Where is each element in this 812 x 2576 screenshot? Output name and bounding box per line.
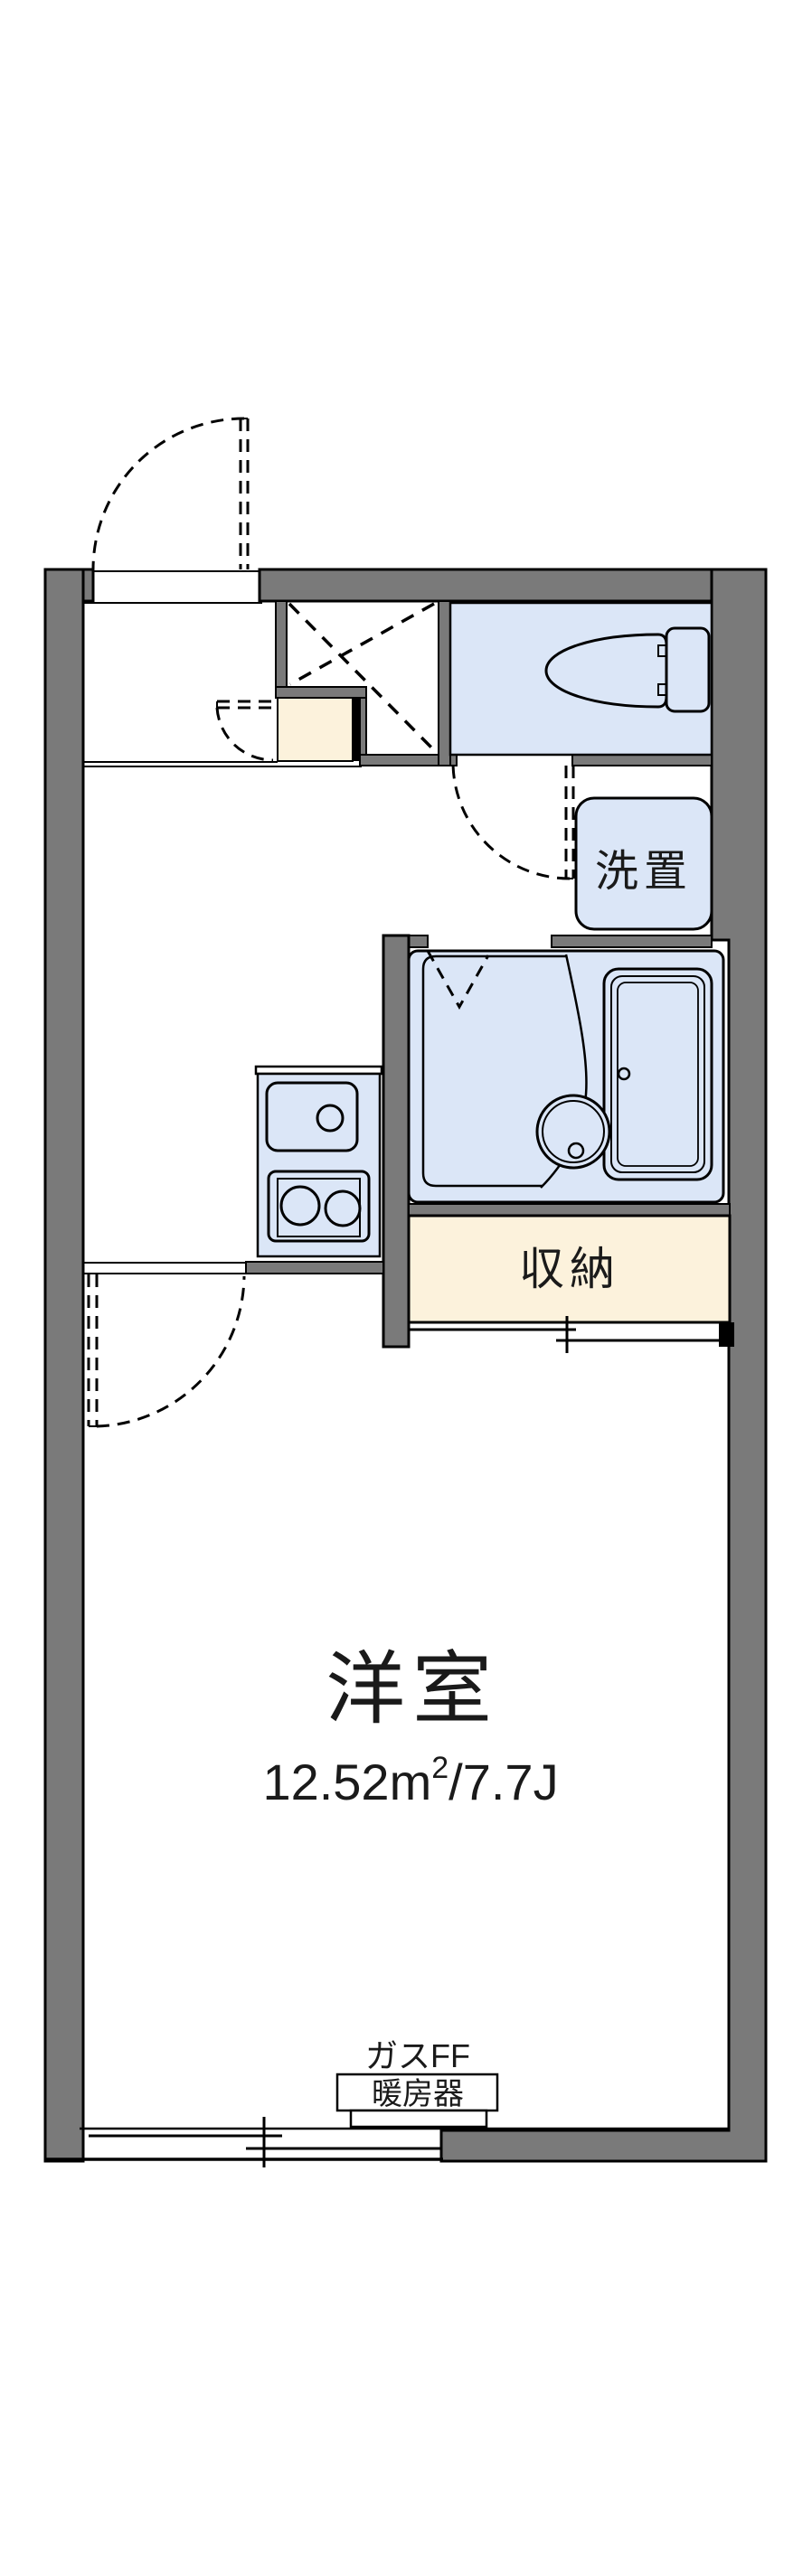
toilet-left-wall xyxy=(438,600,451,766)
storage-label: 収納 xyxy=(519,1244,620,1294)
shoe-area-mid-wall xyxy=(275,686,367,699)
storage-x-diagonal-1 xyxy=(288,602,438,754)
window-and-floor xyxy=(45,2117,729,2167)
bath-top-wall-left xyxy=(408,935,429,948)
faucet-icon xyxy=(316,1104,345,1133)
bath-stool-rim xyxy=(542,1100,605,1163)
kitchen-bath-wall xyxy=(382,934,411,1349)
bathtub-icon xyxy=(602,967,713,1181)
bath-stool-drain xyxy=(567,1142,585,1160)
entry-step-right-edge xyxy=(353,698,360,761)
toilet-bottom-wall xyxy=(571,754,713,766)
western-room: 洋室 12.52m2/7.7J xyxy=(262,1644,558,1810)
gas-heater-label-line2: 暖房器 xyxy=(372,2077,464,2111)
area-base: 12.52m xyxy=(262,1753,431,1810)
gas-heater-label-line1: ガスFF xyxy=(365,2037,470,2074)
shoe-storage-area xyxy=(277,602,438,762)
entrance-door-swing-arc xyxy=(91,417,245,570)
bathtub-inner-line-1 xyxy=(610,975,705,1173)
washbasin-area: 洗置 xyxy=(574,796,713,931)
storage-closet: 収納 xyxy=(407,1214,732,1353)
walls xyxy=(43,568,768,2163)
area-superscript: 2 xyxy=(431,1751,448,1785)
bath-stool-icon xyxy=(535,1094,611,1170)
western-room-label: 洋室 xyxy=(326,1644,499,1734)
entry-step-right-wall xyxy=(359,697,367,758)
doors xyxy=(87,417,575,1428)
bath-storage-wall xyxy=(408,1203,731,1217)
kitchen xyxy=(254,1065,383,1258)
toilet-hinge-bottom xyxy=(657,683,667,696)
toilet-hinge-top xyxy=(657,644,667,657)
gas-heater: ガスFF 暖房器 xyxy=(335,2037,499,2129)
gas-heater-box xyxy=(335,2073,499,2112)
shoe-area-bottom-wall xyxy=(359,754,458,766)
toilet-room xyxy=(448,601,713,757)
stove-burner-left xyxy=(279,1185,321,1227)
storage-closet-box xyxy=(407,1214,732,1324)
hall-door-swing-arc xyxy=(215,707,274,762)
washbasin-unit xyxy=(574,796,713,931)
stove-burner-right xyxy=(324,1189,362,1227)
bath-top-wall-right xyxy=(551,935,713,948)
toilet-door-swing-arc xyxy=(451,761,571,880)
entry-step xyxy=(277,697,354,762)
storage-x-diagonal-2 xyxy=(289,602,435,686)
bathtub-drain xyxy=(617,1067,631,1081)
room-door-swing-arc xyxy=(96,1275,246,1428)
toilet-tank-icon xyxy=(665,626,711,713)
left-wall xyxy=(43,568,85,2163)
top-wall-right xyxy=(258,568,768,603)
right-and-bottom-wall xyxy=(439,568,768,2163)
boundary-lines xyxy=(83,570,362,1274)
western-room-area: 12.52m2/7.7J xyxy=(262,1751,558,1810)
washbasin-label: 洗置 xyxy=(595,848,693,896)
bathroom-folding-door xyxy=(426,950,490,1011)
wall-pillar-notch xyxy=(719,1322,734,1347)
shoe-area-left-wall xyxy=(275,600,288,688)
bathroom xyxy=(407,949,725,1204)
gas-heater-base xyxy=(349,2109,488,2129)
area-rest: /7.7J xyxy=(448,1753,558,1810)
kitchen-room-wall xyxy=(245,1261,384,1274)
sink-icon xyxy=(265,1081,359,1152)
